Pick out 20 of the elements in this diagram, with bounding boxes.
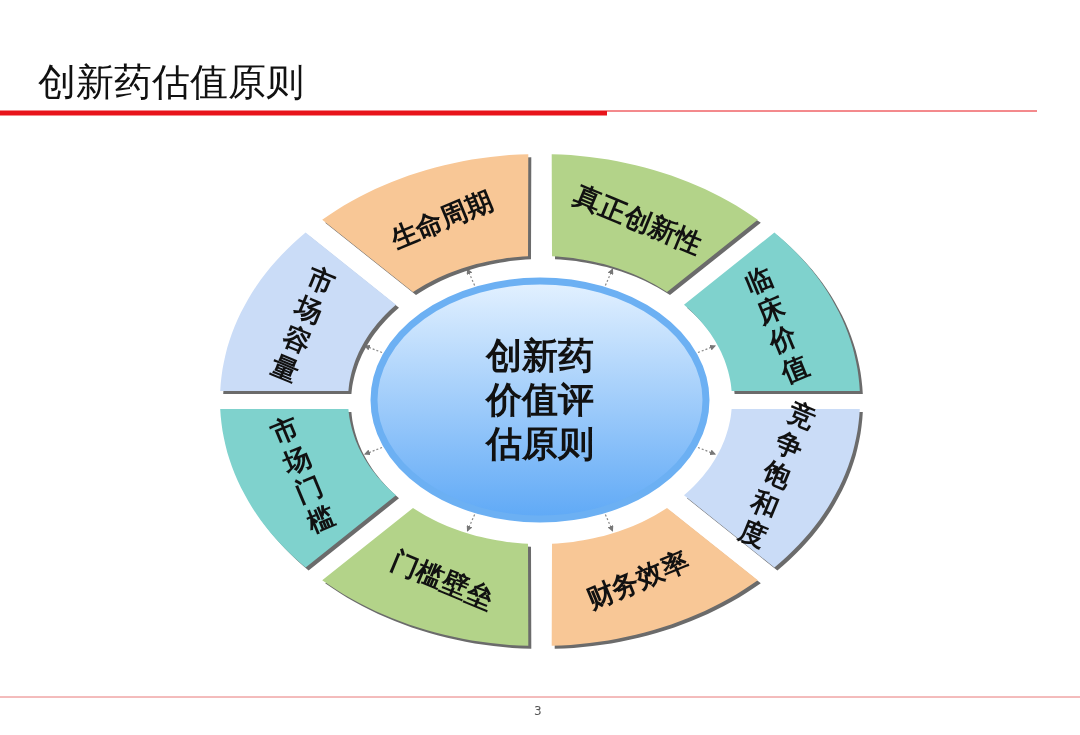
arrow <box>466 268 476 286</box>
arrow <box>697 446 717 456</box>
arrow <box>604 514 614 532</box>
segment-label: 临床价值 <box>739 261 814 390</box>
center-circle <box>370 277 710 523</box>
segment-label: 真正创新性 <box>569 179 707 261</box>
segment-label: 市场门槛 <box>266 410 341 539</box>
arrow <box>363 446 383 456</box>
segment-label: 市场容量 <box>266 261 341 390</box>
arrow <box>363 344 383 354</box>
segment-label: 财务效率 <box>581 544 694 616</box>
segment-label: 门槛壁垒 <box>386 544 499 616</box>
segment-label: 竞争饱和度 <box>733 395 820 554</box>
page-number: 3 <box>534 704 542 718</box>
title: 创新药估值原则 <box>38 59 304 106</box>
arrow <box>604 268 614 286</box>
arrow <box>466 514 476 532</box>
segment-label: 生命周期 <box>386 184 499 256</box>
center-text: 创新药价值评估原则 <box>484 334 595 466</box>
arrow <box>697 344 717 354</box>
